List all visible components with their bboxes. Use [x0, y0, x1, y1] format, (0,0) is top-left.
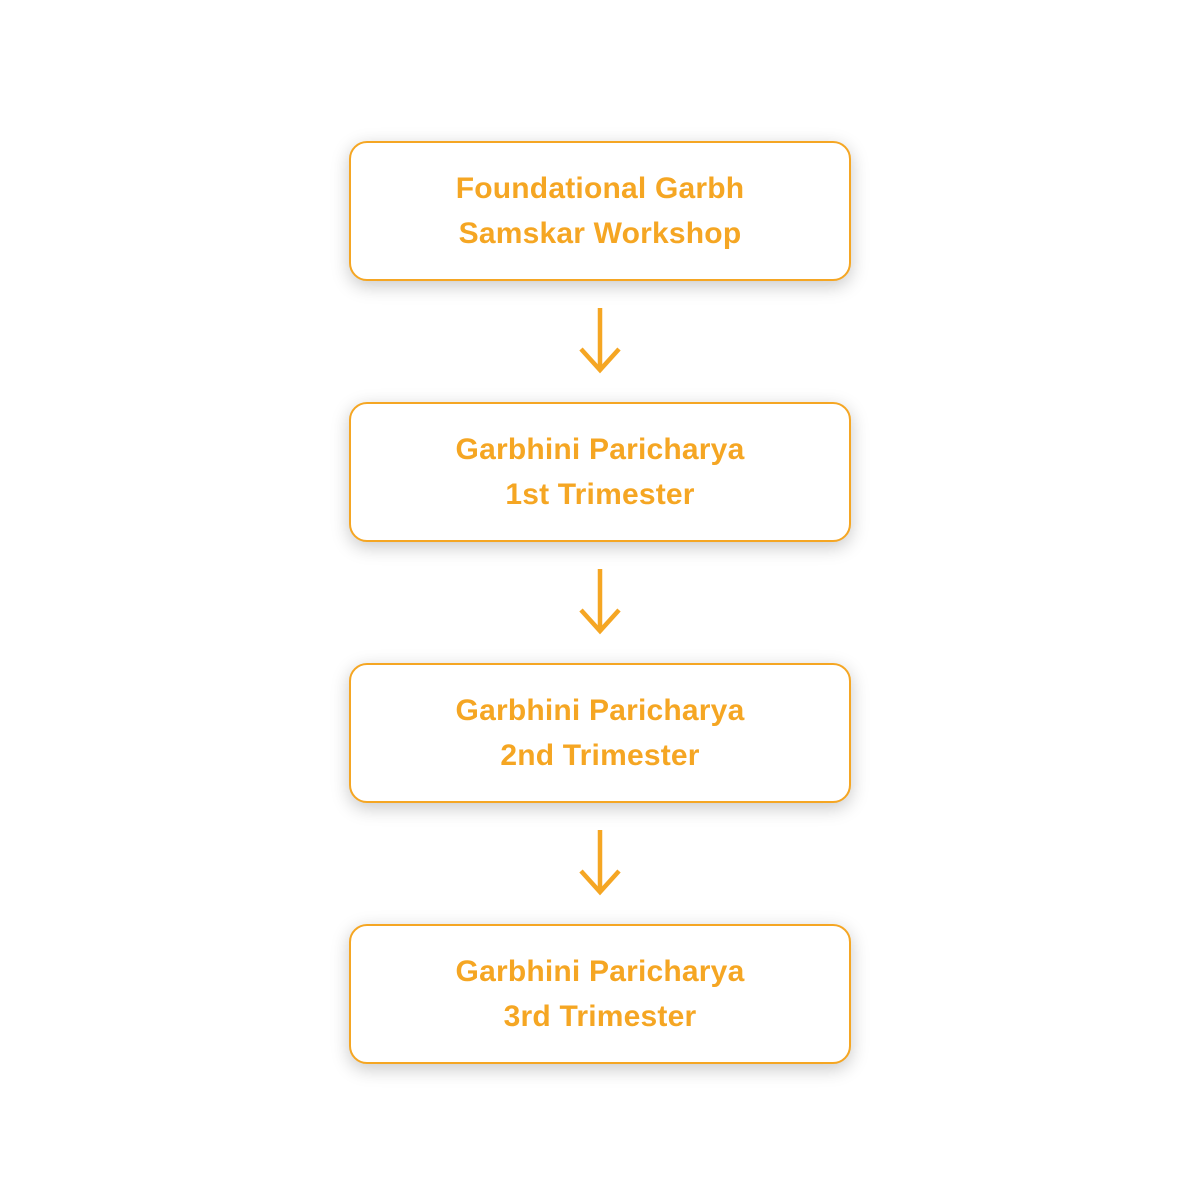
node-label-line: 3rd Trimester [503, 1000, 697, 1033]
flowchart: Foundational Garbh Samskar Workshop Garb… [349, 141, 851, 1064]
node-label-line: Garbhini Paricharya [455, 694, 745, 727]
node-label-line: 2nd Trimester [500, 739, 700, 772]
down-arrow-icon [579, 830, 621, 896]
flow-node-garbhini-paricharya-3rd-trimester: Garbhini Paricharya 3rd Trimester [349, 924, 851, 1064]
down-arrow-icon [579, 569, 621, 635]
down-arrow-icon [579, 308, 621, 374]
flow-node-foundational-garbh-samskar-workshop: Foundational Garbh Samskar Workshop [349, 141, 851, 281]
node-label-line: Garbhini Paricharya [455, 955, 745, 988]
node-label-line: Foundational Garbh [455, 172, 745, 205]
flow-node-garbhini-paricharya-1st-trimester: Garbhini Paricharya 1st Trimester [349, 402, 851, 542]
node-label-line: 1st Trimester [505, 478, 695, 511]
node-label-line: Samskar Workshop [458, 217, 742, 250]
node-label-line: Garbhini Paricharya [455, 433, 745, 466]
flow-node-garbhini-paricharya-2nd-trimester: Garbhini Paricharya 2nd Trimester [349, 663, 851, 803]
